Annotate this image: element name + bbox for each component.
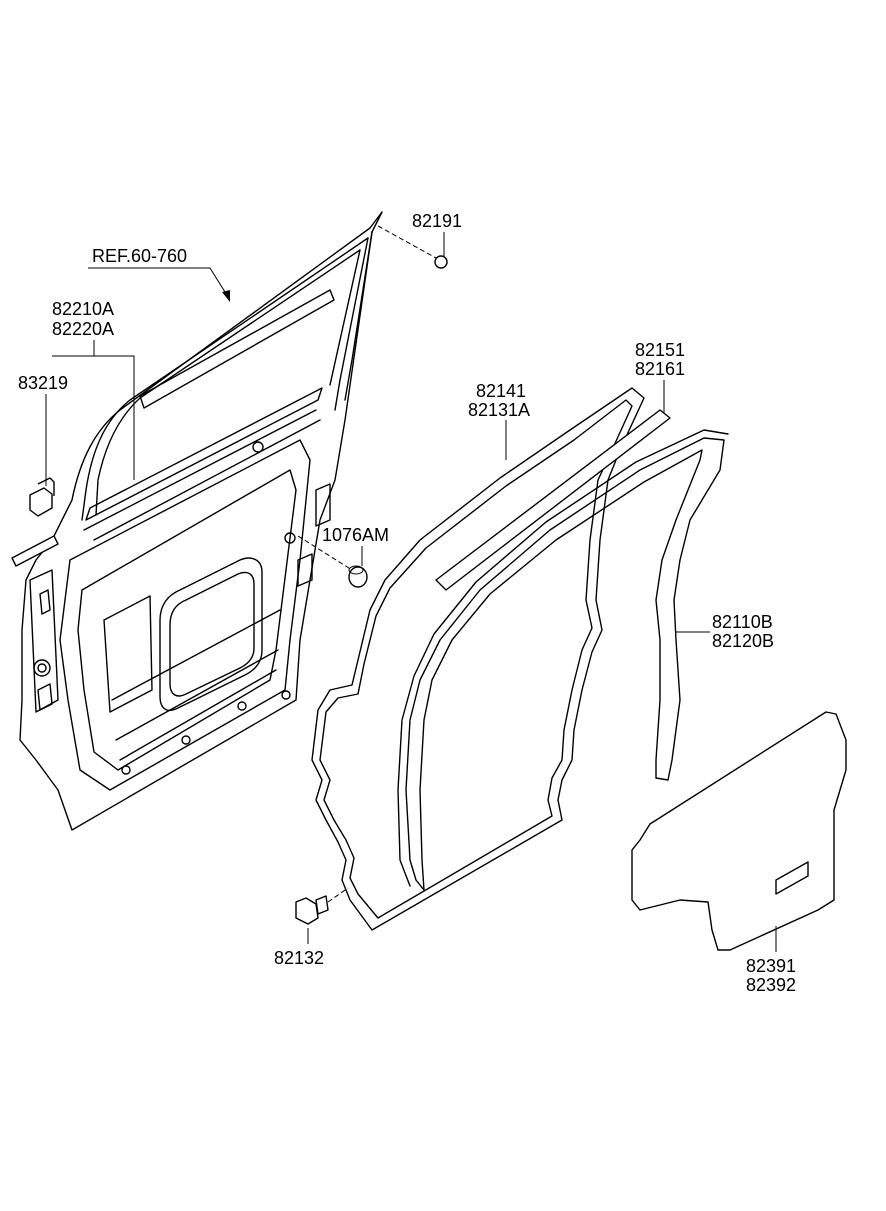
label-82141: 82141 [476, 381, 526, 401]
label-82210A: 82210A [52, 299, 114, 319]
label-82220A: 82220A [52, 319, 114, 339]
part-82191-plug [434, 255, 448, 269]
door-frame [19, 211, 383, 831]
weatherstrip-82131A [311, 387, 645, 931]
seal-82110B [397, 429, 729, 891]
strip-82151 [435, 409, 671, 591]
label-82120B: 82120B [712, 631, 774, 651]
label-82191: 82191 [412, 211, 462, 231]
label-82151: 82151 [635, 340, 685, 360]
part-strip [11, 535, 59, 567]
label-82110B: 82110B [712, 612, 773, 632]
label-82132: 82132 [274, 948, 324, 968]
label-83219: 83219 [18, 373, 68, 393]
label-82161: 82161 [635, 359, 685, 379]
label-ref: REF.60-760 [92, 246, 187, 266]
label-82391: 82391 [746, 956, 796, 976]
clip-82132 [295, 895, 329, 925]
part-1076AM-plug [348, 565, 368, 588]
label-82392: 82392 [746, 975, 796, 995]
label-82131A: 82131A [468, 400, 530, 420]
label-1076AM: 1076AM [322, 525, 389, 545]
part-83219-clip [29, 477, 55, 517]
trim-panel-82391 [631, 711, 847, 951]
leader-lines [45, 225, 777, 952]
